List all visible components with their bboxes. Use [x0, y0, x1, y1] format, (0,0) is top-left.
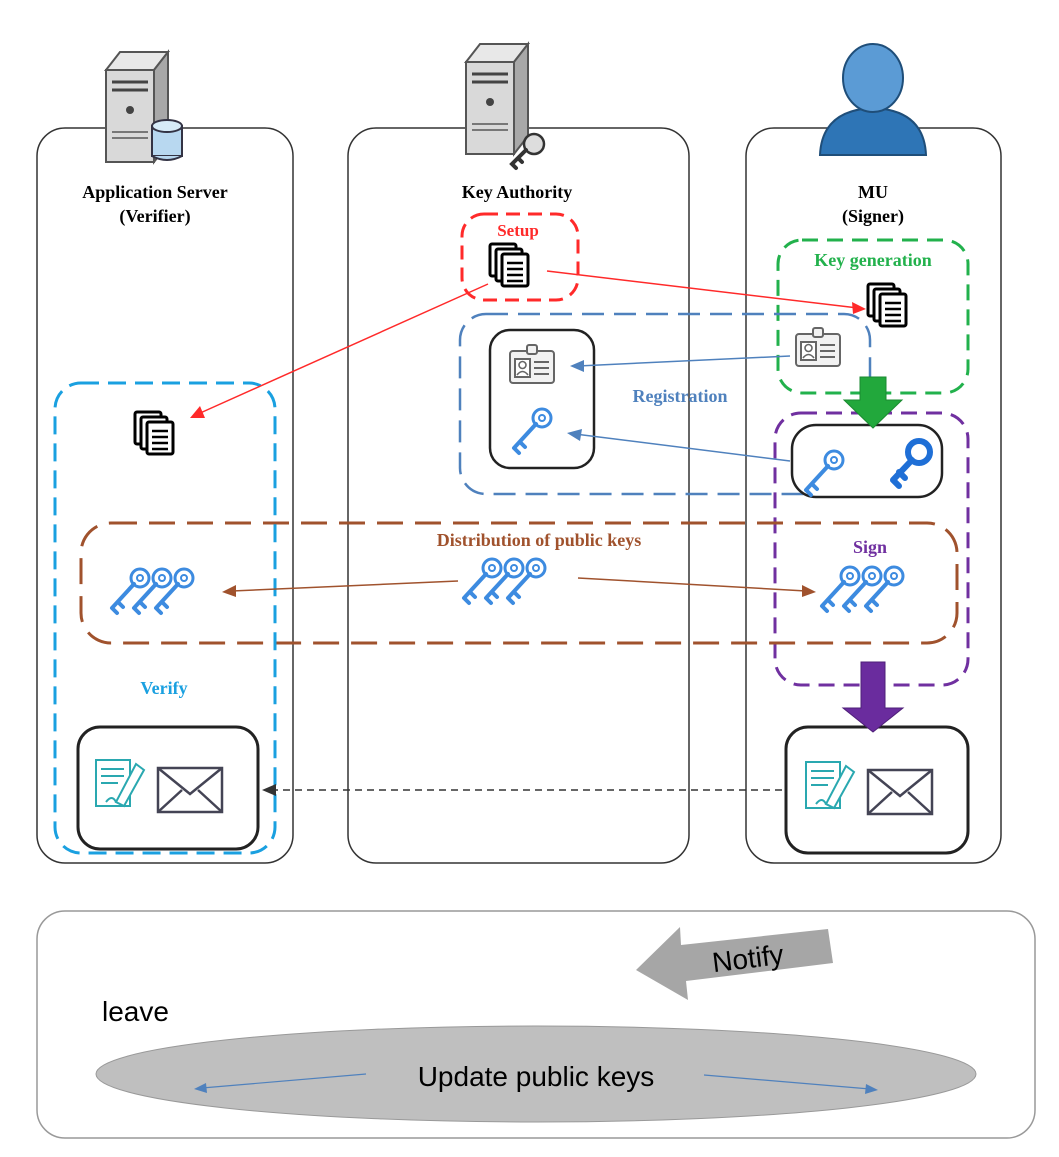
- key-generation-box: [776, 238, 970, 395]
- key-generation-label: Key generation: [814, 250, 931, 270]
- setup-to-signer-arrow: [546, 270, 866, 314]
- public-params-icon: [488, 242, 530, 288]
- authority-public-keys-icon: [462, 557, 547, 605]
- signer-public-keys-icon: [820, 565, 905, 613]
- authority-name: Key Authority: [462, 182, 573, 202]
- distribute-to-signer-arrow: [577, 577, 816, 597]
- message-to-verifier-arrow: [262, 784, 782, 796]
- verifier-public-keys-icon: [110, 567, 195, 615]
- verify-box: [53, 381, 277, 855]
- verifier-role: (Verifier): [119, 206, 190, 227]
- server-key-icon: [509, 132, 546, 170]
- signer-private-key-icon: [890, 438, 933, 489]
- update-right-arrow: [703, 1074, 878, 1094]
- update-public-keys-ellipse: [95, 1025, 977, 1123]
- sign-label: Sign: [853, 537, 887, 557]
- verifier-signed-message-icon: [94, 758, 224, 814]
- verifier-params-icon: [133, 410, 175, 456]
- database-icon: [151, 119, 183, 161]
- setup-to-verifier-arrow: [190, 283, 489, 418]
- user-icon: [818, 43, 928, 156]
- distribute-to-verifier-arrow: [222, 580, 459, 597]
- setup-label: Setup: [497, 221, 539, 240]
- signer-role: (Signer): [842, 206, 904, 227]
- verify-label: Verify: [140, 678, 187, 698]
- keygen-to-sign-arrow: [842, 376, 904, 429]
- distribution-label: Distribution of public keys: [437, 530, 642, 550]
- id-registration-arrow: [570, 355, 791, 372]
- verifier-name: Application Server: [82, 182, 228, 202]
- update-public-keys-label: Update public keys: [418, 1061, 655, 1092]
- signer-name: MU: [858, 182, 888, 202]
- key-authority-server-icon: [464, 42, 546, 170]
- setup-box: [460, 212, 580, 302]
- application-server-icon: [104, 50, 183, 164]
- sign-to-message-arrow: [841, 661, 905, 733]
- update-left-arrow: [194, 1073, 367, 1093]
- registration-label: Registration: [633, 386, 728, 406]
- registered-id-icon: [509, 344, 555, 384]
- distribution-box: [79, 521, 959, 645]
- leave-label: leave: [102, 996, 169, 1027]
- notify-arrow: [636, 927, 833, 1000]
- signer-id-icon: [795, 327, 841, 367]
- signer-params-icon: [866, 282, 908, 328]
- key-registration-arrow: [567, 429, 791, 462]
- signer-signed-message-icon: [804, 760, 934, 816]
